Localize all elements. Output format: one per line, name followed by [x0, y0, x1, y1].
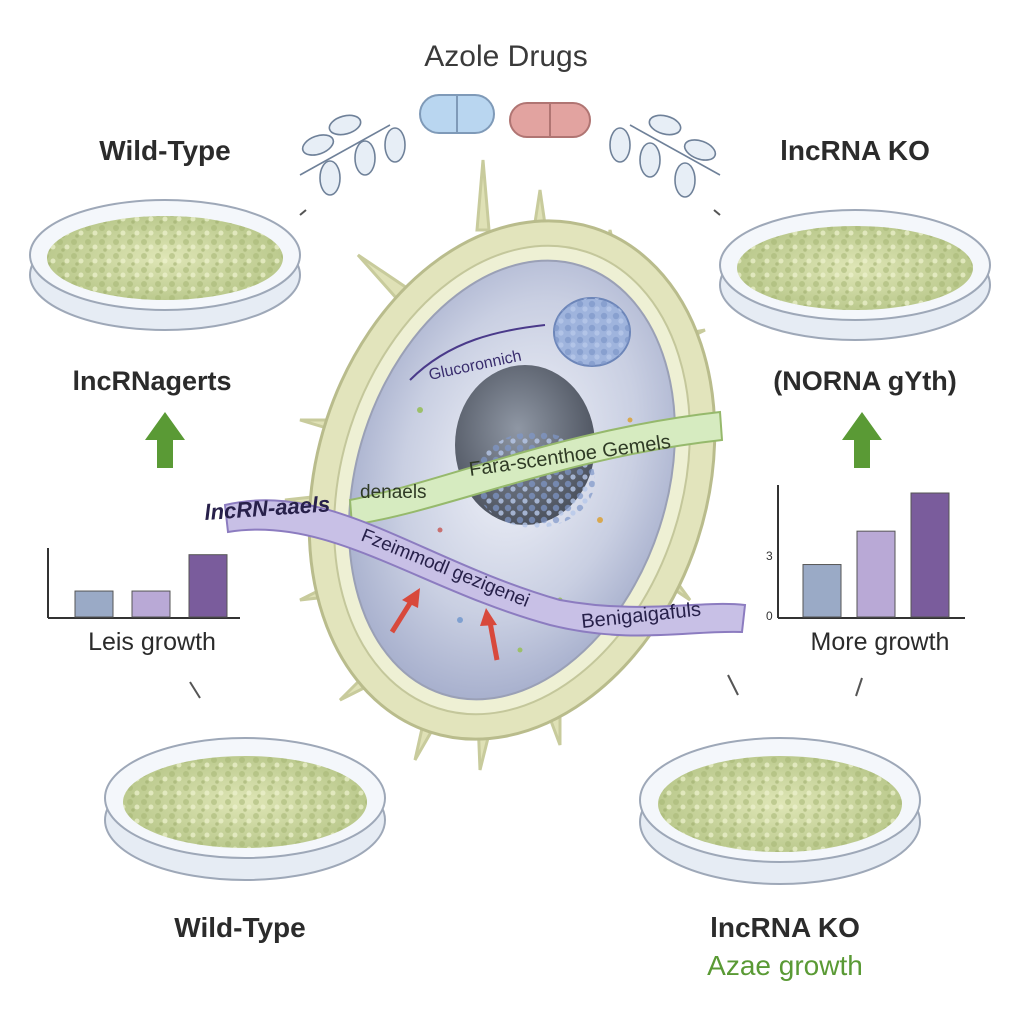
top-left-label: Wild-Type: [99, 135, 231, 166]
blue-organelle: [553, 297, 631, 367]
right-chart-caption: More growth: [810, 628, 950, 656]
title: Azole Drugs: [424, 40, 588, 73]
left-chart-bar-2: [131, 590, 171, 618]
left-chart-caption: Leis growth: [88, 628, 216, 656]
petri-dish-bottom-right: [639, 737, 921, 885]
left-chart-bar-3: [188, 554, 228, 618]
right-chart-bar-2: [856, 530, 896, 618]
red-arrow-right-icon: [480, 608, 500, 661]
bottom-left-label: Wild-Type: [174, 912, 306, 943]
green-band: [348, 410, 724, 527]
green-small-label: denaels: [360, 482, 427, 503]
right-leaf-sprig-icon: [609, 114, 721, 198]
petri-dish-top-left: [29, 199, 301, 331]
left-leaf-sprig-icon: [299, 114, 406, 196]
petri-dish-top-right: [719, 209, 991, 341]
top-right-label: lncRNA KO: [780, 135, 930, 166]
blue-capsule-icon: [419, 94, 495, 134]
right-chart-tick-3: 3: [766, 549, 773, 563]
green-up-arrow-right-icon: [842, 412, 882, 468]
green-up-arrow-left-icon: [145, 412, 185, 468]
right-chart-bar-1: [802, 564, 842, 618]
right-chart-bar-3: [910, 492, 950, 618]
bottom-right-sublabel: Azae growth: [707, 950, 863, 981]
red-capsule-icon: [509, 102, 591, 138]
petri-dish-bottom-left: [104, 737, 386, 881]
left-chart-bar-1: [74, 590, 114, 618]
left-side-label: lncRNagerts: [72, 366, 232, 396]
dashes: [189, 209, 863, 699]
right-chart-tick-0: 0: [766, 609, 773, 623]
right-side-label: (NORNA gYth): [773, 366, 957, 396]
top-strand: [409, 324, 546, 381]
left-bar-chart: [47, 548, 240, 619]
bottom-right-label: lncRNA KO: [710, 912, 860, 943]
right-bar-chart: 3 0: [766, 485, 965, 623]
red-arrow-left-icon: [389, 588, 420, 634]
purple-band: [223, 499, 747, 637]
